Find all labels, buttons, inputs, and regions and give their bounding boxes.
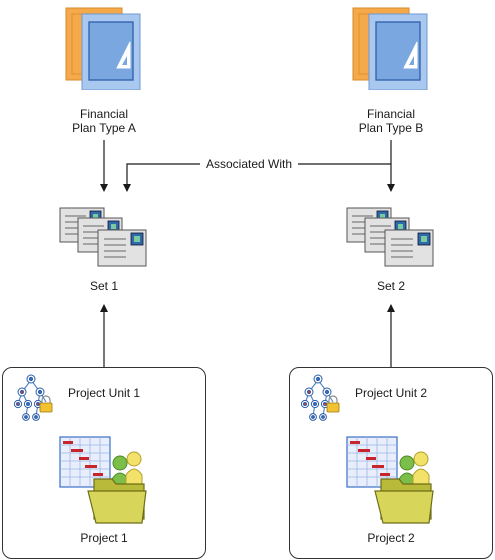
project-2-label: Project 2 — [367, 531, 415, 545]
plan-type-a-label: Financial Plan Type A — [54, 107, 154, 135]
plan-type-b-line-2: Plan Type B — [358, 121, 424, 135]
project-folder-icon — [346, 436, 434, 524]
plan-type-a-line-2: Plan Type A — [72, 121, 136, 135]
plan-type-a-line-1: Financial — [79, 107, 129, 121]
association-label: Associated With — [205, 157, 293, 171]
plan-type-b-label: Financial Plan Type B — [341, 107, 441, 135]
project-1-label: Project 1 — [80, 531, 128, 545]
org-hierarchy-icon — [13, 374, 53, 421]
association-connector-left — [123, 163, 200, 192]
org-hierarchy-icon — [300, 374, 340, 421]
set-1-label: Set 1 — [89, 279, 119, 293]
project-unit-1-label: Project Unit 1 — [68, 386, 141, 400]
document-set-icon — [346, 207, 434, 267]
document-set-icon — [59, 207, 147, 267]
project-unit-2-label: Project Unit 2 — [355, 386, 428, 400]
plan-type-b-line-1: Financial — [366, 107, 416, 121]
set-2-label: Set 2 — [376, 279, 406, 293]
project-folder-icon — [59, 436, 147, 524]
financial-plan-icon — [352, 7, 428, 90]
financial-plan-icon — [65, 7, 141, 90]
